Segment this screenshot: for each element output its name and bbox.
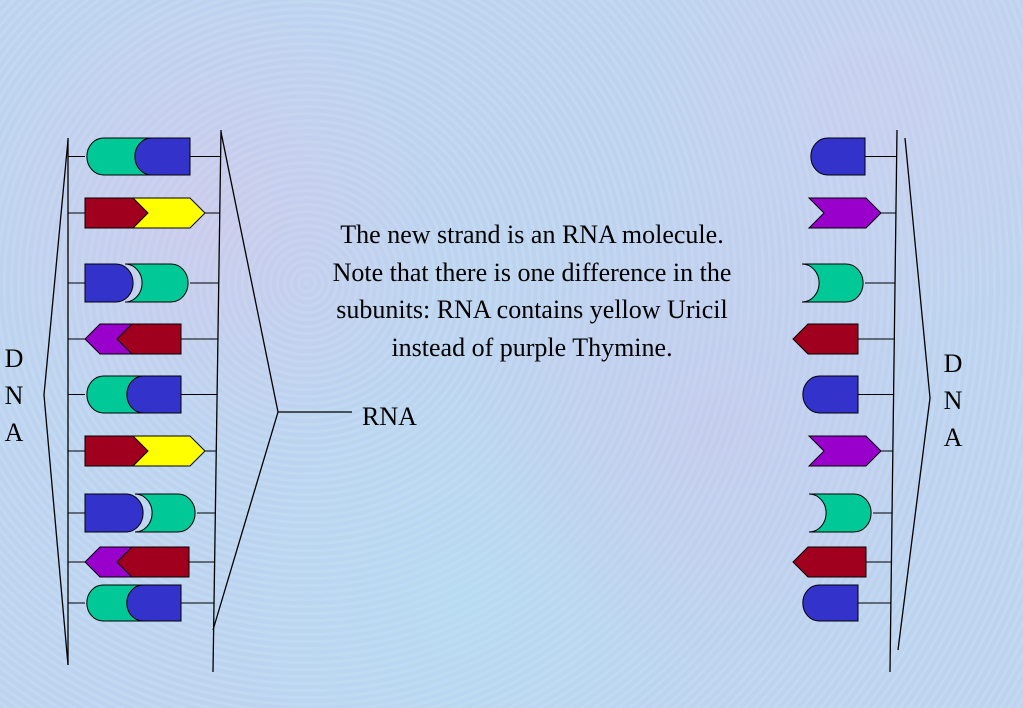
left-dna-brace	[43, 139, 69, 666]
bases	[68, 137, 897, 622]
base-blue	[802, 375, 859, 414]
letter: D	[943, 349, 963, 378]
right-dna-label: D N A	[941, 345, 965, 456]
left-dna-label: D N A	[2, 340, 26, 451]
base-blue	[810, 137, 866, 176]
base-blue	[126, 584, 182, 622]
base-blue	[84, 493, 144, 533]
rna-brace	[212, 131, 279, 631]
base-red	[116, 323, 182, 355]
letter: A	[4, 418, 24, 447]
base-yellow	[131, 435, 206, 467]
base-red	[792, 546, 867, 578]
base-teal	[801, 263, 864, 303]
rna-label: RNA	[362, 402, 417, 431]
base-red	[116, 546, 190, 578]
base-teal	[808, 493, 872, 533]
base-purple	[807, 197, 882, 229]
letter: D	[4, 344, 24, 373]
letter: N	[943, 386, 963, 415]
base-red	[792, 323, 859, 355]
base-teal	[134, 493, 196, 533]
right-dna-backbone	[889, 129, 898, 673]
rna-backbone	[212, 129, 222, 673]
base-blue	[134, 137, 191, 176]
base-blue	[802, 584, 859, 622]
base-blue	[126, 375, 182, 414]
right-dna-brace	[897, 137, 931, 651]
letter: A	[943, 423, 963, 452]
base-purple	[807, 435, 882, 467]
base-teal	[124, 263, 189, 303]
caption-text: The new strand is an RNA molecule. Note …	[332, 220, 732, 362]
backbone-lines	[43, 129, 931, 673]
letter: N	[4, 381, 24, 410]
base-yellow	[131, 197, 206, 229]
base-blue	[84, 263, 134, 303]
